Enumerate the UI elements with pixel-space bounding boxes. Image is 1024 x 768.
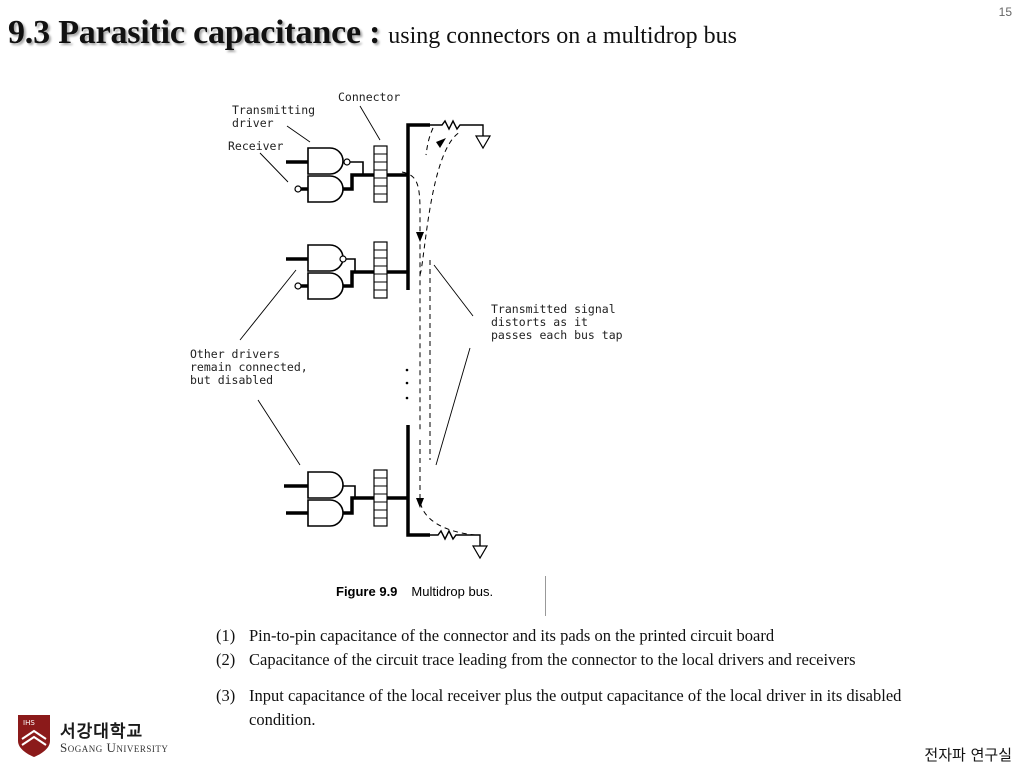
note-number: (3) bbox=[216, 686, 236, 705]
logo-english-name: Sogang University bbox=[60, 740, 169, 755]
title-subtitle: using connectors on a multidrop bus bbox=[388, 23, 737, 49]
driver-group-middle bbox=[286, 241, 408, 300]
note-text: Pin-to-pin capacitance of the connector … bbox=[249, 626, 775, 645]
label-signal-2: distorts as it bbox=[491, 315, 588, 329]
label-other-drivers-1: Other drivers bbox=[190, 347, 280, 361]
driver-group-bottom bbox=[284, 469, 408, 527]
lab-name: 전자파 연구실 bbox=[924, 746, 1012, 764]
page-number: 15 bbox=[998, 5, 1012, 19]
note-number: (1) bbox=[216, 626, 236, 645]
signal-path bbox=[401, 127, 476, 536]
university-logo: IHS 서강대학교 Sogang University bbox=[16, 713, 206, 759]
note-text: Capacitance of the circuit trace leading… bbox=[249, 650, 856, 669]
logo-korean-name: 서강대학교 bbox=[60, 722, 144, 742]
crest-icon: IHS bbox=[18, 715, 50, 757]
note-item: (3) Input capacitance of the local recei… bbox=[216, 684, 906, 732]
note-text: Input capacitance of the local receiver … bbox=[249, 686, 902, 729]
crest-badge-text: IHS bbox=[23, 719, 35, 727]
slide-title: 9.3 Parasitic capacitance : using connect… bbox=[8, 14, 737, 52]
figure-caption: Figure 9.9 Multidrop bus. bbox=[336, 584, 493, 599]
label-transmitting-driver-2: driver bbox=[232, 116, 274, 130]
label-receiver: Receiver bbox=[228, 139, 283, 153]
figure-caption-text: Multidrop bus. bbox=[411, 584, 494, 599]
note-item: (1) Pin-to-pin capacitance of the connec… bbox=[216, 624, 906, 648]
divider bbox=[545, 576, 546, 616]
leader-lines bbox=[239, 105, 474, 466]
label-signal-3: passes each bus tap bbox=[491, 328, 623, 342]
note-item: (2) Capacitance of the circuit trace lea… bbox=[216, 648, 906, 672]
notes-list: (1) Pin-to-pin capacitance of the connec… bbox=[216, 624, 906, 732]
bus-line bbox=[406, 119, 492, 560]
label-signal-1: Transmitted signal bbox=[491, 302, 616, 316]
signal-arrows bbox=[416, 138, 446, 508]
driver-group-top bbox=[286, 145, 408, 203]
figure-caption-label: Figure 9.9 bbox=[336, 584, 398, 599]
label-other-drivers-2: remain connected, bbox=[190, 360, 308, 374]
label-other-drivers-3: but disabled bbox=[190, 373, 273, 387]
label-connector: Connector bbox=[338, 90, 400, 104]
label-transmitting-driver: Transmitting bbox=[232, 103, 315, 117]
multidrop-bus-figure: Transmitting driver Receiver Connector T… bbox=[190, 90, 623, 560]
title-main: 9.3 Parasitic capacitance : bbox=[8, 14, 381, 51]
ellipsis-dots bbox=[405, 368, 409, 400]
note-number: (2) bbox=[216, 650, 236, 669]
